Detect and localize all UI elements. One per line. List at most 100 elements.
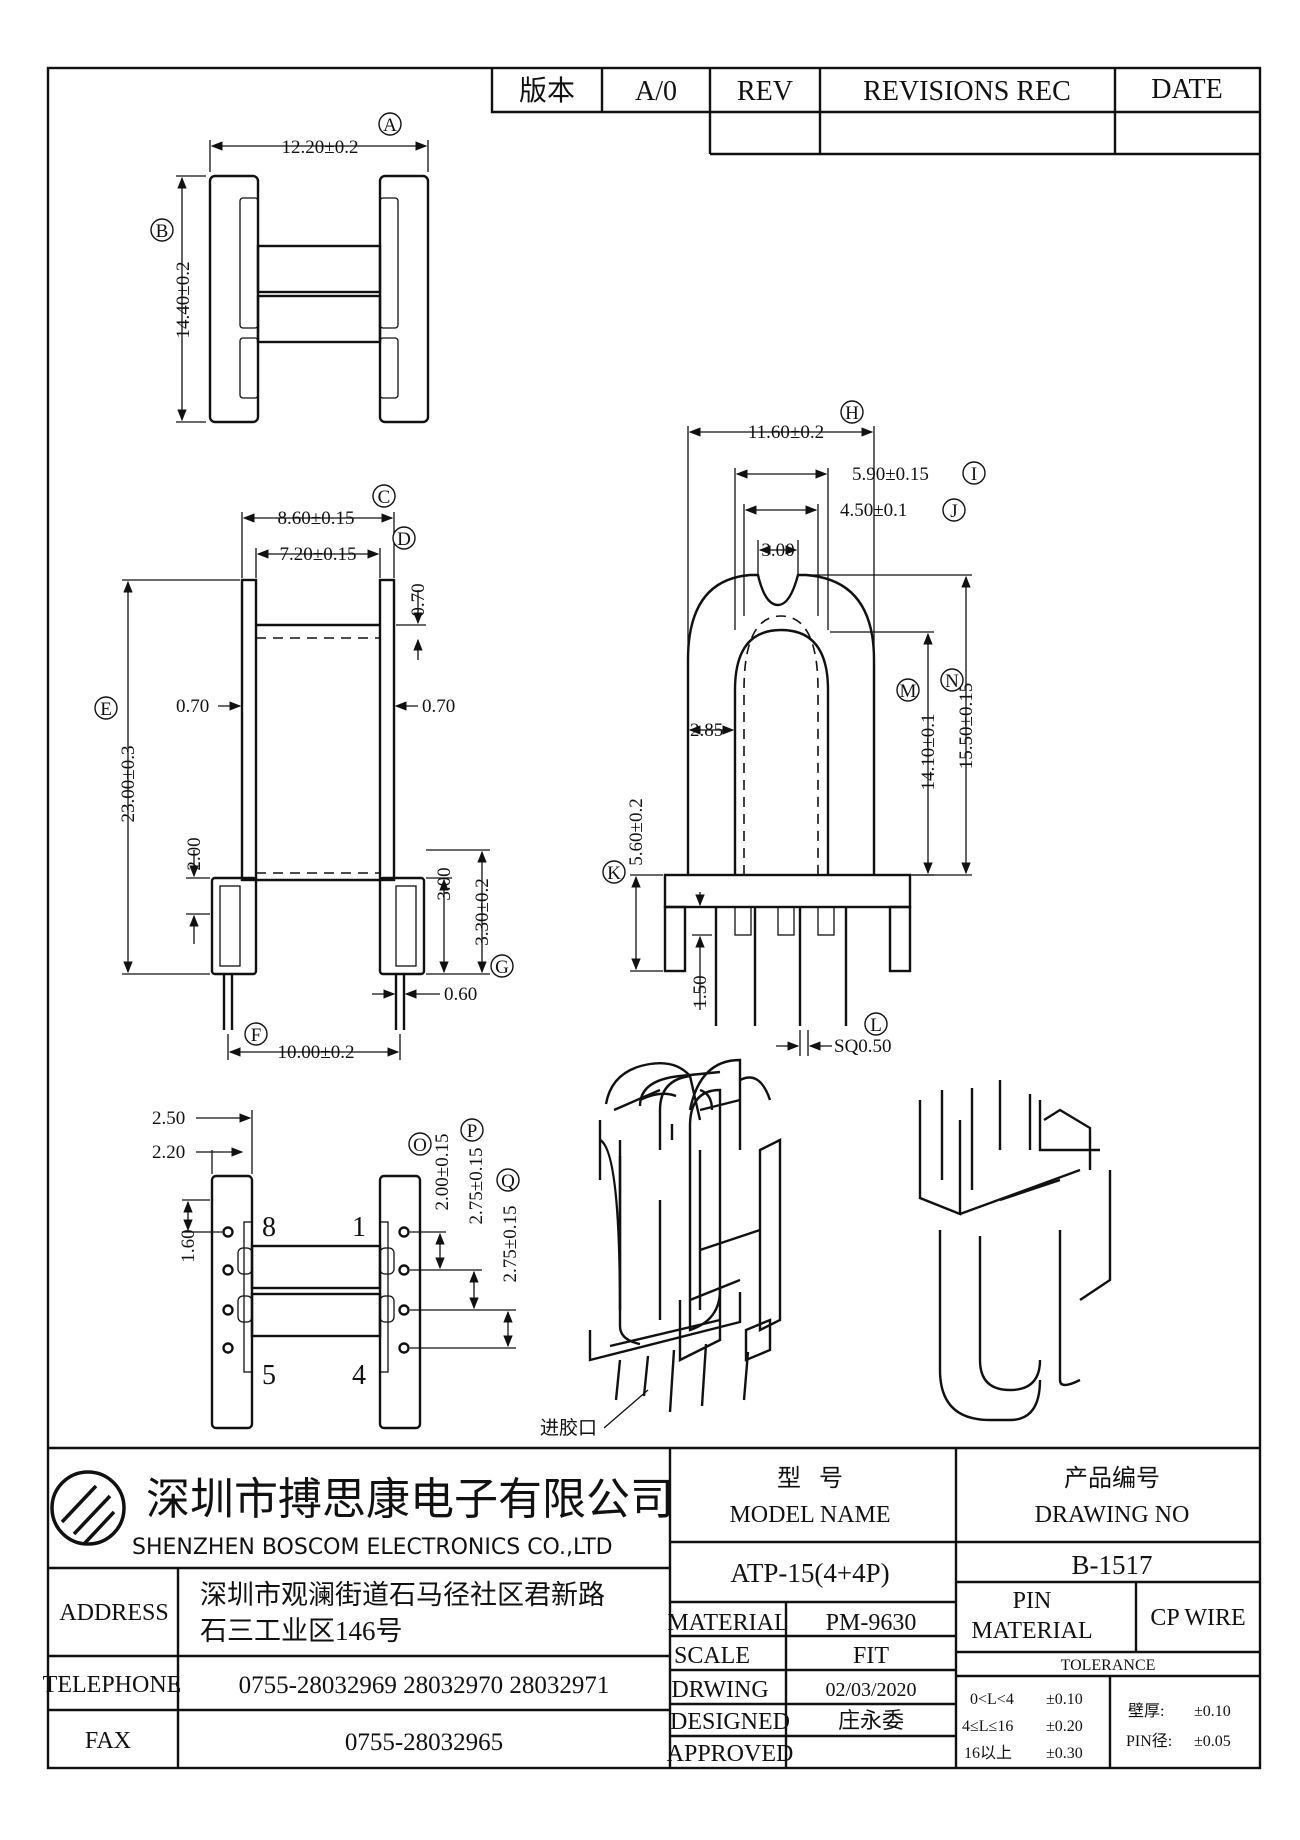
rev-label: REV bbox=[737, 76, 793, 107]
tolerance-label: TOLERANCE bbox=[1061, 1657, 1156, 1674]
model-label-cn: 型 号 bbox=[777, 1465, 843, 1492]
pin-diameter-value: ±0.05 bbox=[1194, 1733, 1231, 1750]
address-line1: 深圳市观澜街道石马径社区君新路 bbox=[200, 1580, 605, 1610]
dim-D-top: 0.70 bbox=[408, 583, 429, 616]
company-logo-icon bbox=[50, 1470, 126, 1546]
marker-O-icon bbox=[408, 1132, 432, 1156]
sheet-border bbox=[46, 66, 1262, 1770]
dim-E: 23.00±0.3 bbox=[118, 746, 139, 823]
dim-P: 2.75±0.15 bbox=[466, 1148, 487, 1225]
marker-B-icon bbox=[150, 218, 174, 242]
tolerance-value-2: ±0.20 bbox=[1046, 1718, 1083, 1735]
version-label: 版本 bbox=[519, 75, 575, 107]
isometric-view-rear: 进胶口 bbox=[540, 1070, 1112, 1439]
dim-K: 5.60±0.2 bbox=[626, 798, 647, 865]
dim-base-2: 2.00 bbox=[184, 837, 205, 870]
dim-C: 8.60±0.15 bbox=[278, 508, 355, 529]
date-label: DATE bbox=[1151, 74, 1223, 105]
version-value: A/0 bbox=[635, 76, 677, 107]
drawing-no-value: B-1517 bbox=[1072, 1550, 1153, 1580]
fax-label: FAX bbox=[85, 1728, 131, 1754]
marker-G-icon bbox=[490, 954, 514, 978]
telephone-value: 0755-28032969 28032970 28032971 bbox=[239, 1672, 610, 1699]
tolerance-value-3: ±0.30 bbox=[1046, 1745, 1083, 1762]
marker-L-icon bbox=[864, 1012, 888, 1036]
marker-D-icon bbox=[392, 526, 416, 550]
tolerance-range-3: 16以上 bbox=[964, 1744, 1012, 1762]
fax-value: 0755-28032965 bbox=[345, 1729, 503, 1756]
marker-K-icon bbox=[602, 860, 626, 884]
revisions-label: REVISIONS REC bbox=[863, 76, 1071, 107]
approved-label: APPROVED bbox=[667, 1741, 794, 1767]
tolerance-value-1: ±0.10 bbox=[1046, 1691, 1083, 1708]
wall-thickness-value: ±0.10 bbox=[1194, 1703, 1231, 1720]
dim-bot-160: 1.60 bbox=[178, 1229, 199, 1262]
svg-text:D: D bbox=[397, 529, 411, 550]
isometric-view-front bbox=[598, 1058, 782, 1362]
marker-C-icon bbox=[372, 484, 396, 508]
address-line2: 石三工业区146号 bbox=[200, 1616, 403, 1646]
drawing-no-label-en: DRAWING NO bbox=[1035, 1502, 1190, 1528]
dim-Q: 2.75±0.15 bbox=[500, 1206, 521, 1283]
wall-thickness-label: 壁厚: bbox=[1128, 1701, 1164, 1720]
svg-text:N: N bbox=[945, 671, 959, 692]
company-name-cn: 深圳市搏思康电子有限公司 bbox=[146, 1474, 674, 1525]
designed-label: DESIGNED bbox=[670, 1709, 790, 1735]
model-value: ATP-15(4+4P) bbox=[730, 1558, 889, 1588]
svg-text:L: L bbox=[870, 1015, 882, 1036]
svg-text:B: B bbox=[156, 221, 169, 242]
pin-label-8: 8 bbox=[262, 1212, 276, 1243]
dim-N: 15.50±0.15 bbox=[956, 683, 977, 769]
dim-O: 2.00±0.15 bbox=[432, 1134, 453, 1211]
gate-label: 进胶口 bbox=[540, 1417, 597, 1439]
front-view: 8.60±0.15 C 7.20±0.15 D 0.70 0.70 0.70 2… bbox=[94, 484, 514, 1063]
dim-wall: 2.85 bbox=[690, 720, 723, 741]
pin-material-label-1: PIN bbox=[1013, 1588, 1052, 1614]
pin-label-4: 4 bbox=[352, 1360, 366, 1391]
svg-text:Q: Q bbox=[501, 1171, 515, 1192]
bottom-view: 8 1 5 4 2.50 2.20 1.60 2.00±0.15 O 2.75±… bbox=[152, 1108, 521, 1430]
svg-text:M: M bbox=[900, 681, 917, 702]
model-label-en: MODEL NAME bbox=[729, 1502, 890, 1528]
scale-value: FIT bbox=[853, 1643, 889, 1669]
marker-E-icon bbox=[94, 696, 118, 720]
dim-I: 5.90±0.15 bbox=[852, 464, 929, 485]
dim-H: 11.60±0.2 bbox=[748, 422, 824, 443]
marker-F-icon bbox=[244, 1022, 268, 1046]
side-view: 11.60±0.2 H 5.90±0.15 I 4.50±0.1 J 3.00 … bbox=[602, 400, 986, 1057]
pin-diameter-label: PIN径: bbox=[1126, 1732, 1172, 1750]
title-block: 深圳市搏思康电子有限公司 SHENZHEN BOSCOM ELECTRONICS… bbox=[43, 1446, 1260, 1768]
marker-A-icon bbox=[378, 112, 402, 136]
scale-label: SCALE bbox=[674, 1643, 750, 1669]
dim-side-left: 0.70 bbox=[176, 696, 209, 717]
marker-I-icon bbox=[962, 461, 986, 485]
address-label: ADDRESS bbox=[59, 1600, 168, 1626]
pin-material-value: CP WIRE bbox=[1150, 1605, 1245, 1631]
tolerance-range-1: 0<L<4 bbox=[970, 1691, 1014, 1708]
svg-text:C: C bbox=[378, 487, 391, 508]
marker-N-icon bbox=[940, 668, 964, 692]
pin-material-label-2: MATERIAL bbox=[971, 1618, 1092, 1644]
svg-text:A: A bbox=[383, 115, 397, 136]
pin-label-1: 1 bbox=[352, 1212, 366, 1243]
dim-pin-060: 0.60 bbox=[444, 984, 477, 1005]
svg-text:E: E bbox=[100, 699, 112, 720]
dim-M: 14.10±0.1 bbox=[918, 714, 939, 791]
svg-text:J: J bbox=[950, 501, 957, 522]
dim-J: 4.50±0.1 bbox=[840, 500, 907, 521]
telephone-label: TELEPHONE bbox=[43, 1672, 182, 1698]
dim-base-3: 3.00 bbox=[434, 867, 455, 900]
dim-G: 3.30±0.2 bbox=[472, 878, 493, 945]
dim-F: 10.00±0.2 bbox=[278, 1042, 355, 1063]
marker-Q-icon bbox=[496, 1168, 520, 1192]
drwing-value: 02/03/2020 bbox=[825, 1679, 916, 1701]
dim-B: 14.40±0.2 bbox=[173, 262, 194, 339]
dim-pin-150: 1.50 bbox=[690, 975, 711, 1008]
marker-M-icon bbox=[896, 678, 920, 702]
svg-text:K: K bbox=[607, 863, 621, 884]
dim-bot-250: 2.50 bbox=[152, 1108, 185, 1129]
svg-text:F: F bbox=[251, 1025, 262, 1046]
designed-value: 庄永委 bbox=[838, 1708, 904, 1733]
dim-A: 12.20±0.2 bbox=[282, 137, 359, 158]
